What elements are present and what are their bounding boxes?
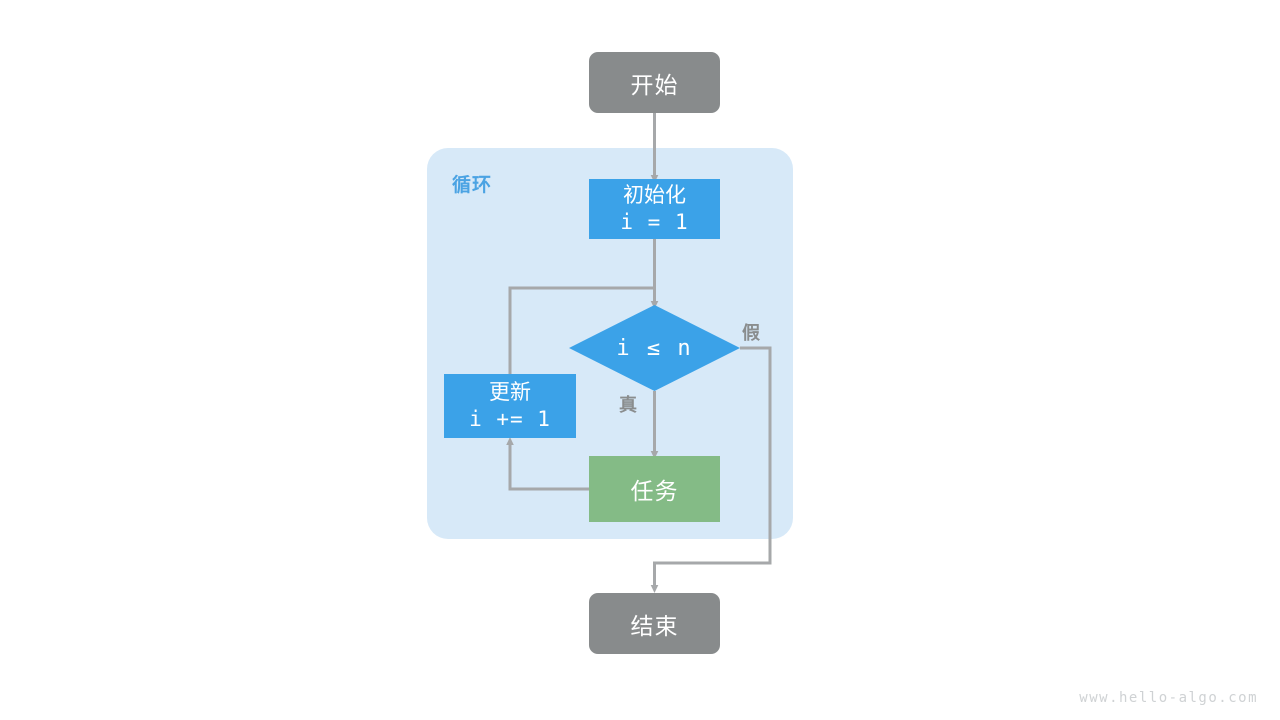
node-decision[interactable]: [569, 305, 740, 391]
watermark: www.hello-algo.com: [1079, 690, 1258, 706]
node-start[interactable]: [589, 52, 720, 113]
edge-label-true: 真: [619, 395, 637, 416]
edge-update-to-decision: [508, 286, 655, 374]
edge-decision-false-to-end: [650, 346, 772, 594]
edge-task-to-update: [506, 436, 589, 491]
node-task[interactable]: [589, 456, 720, 522]
node-init[interactable]: [589, 179, 720, 239]
node-end[interactable]: [589, 593, 720, 654]
edge-label-false: 假: [742, 323, 760, 344]
loop-group-caption: 循环: [452, 174, 493, 196]
node-update[interactable]: [444, 374, 576, 438]
